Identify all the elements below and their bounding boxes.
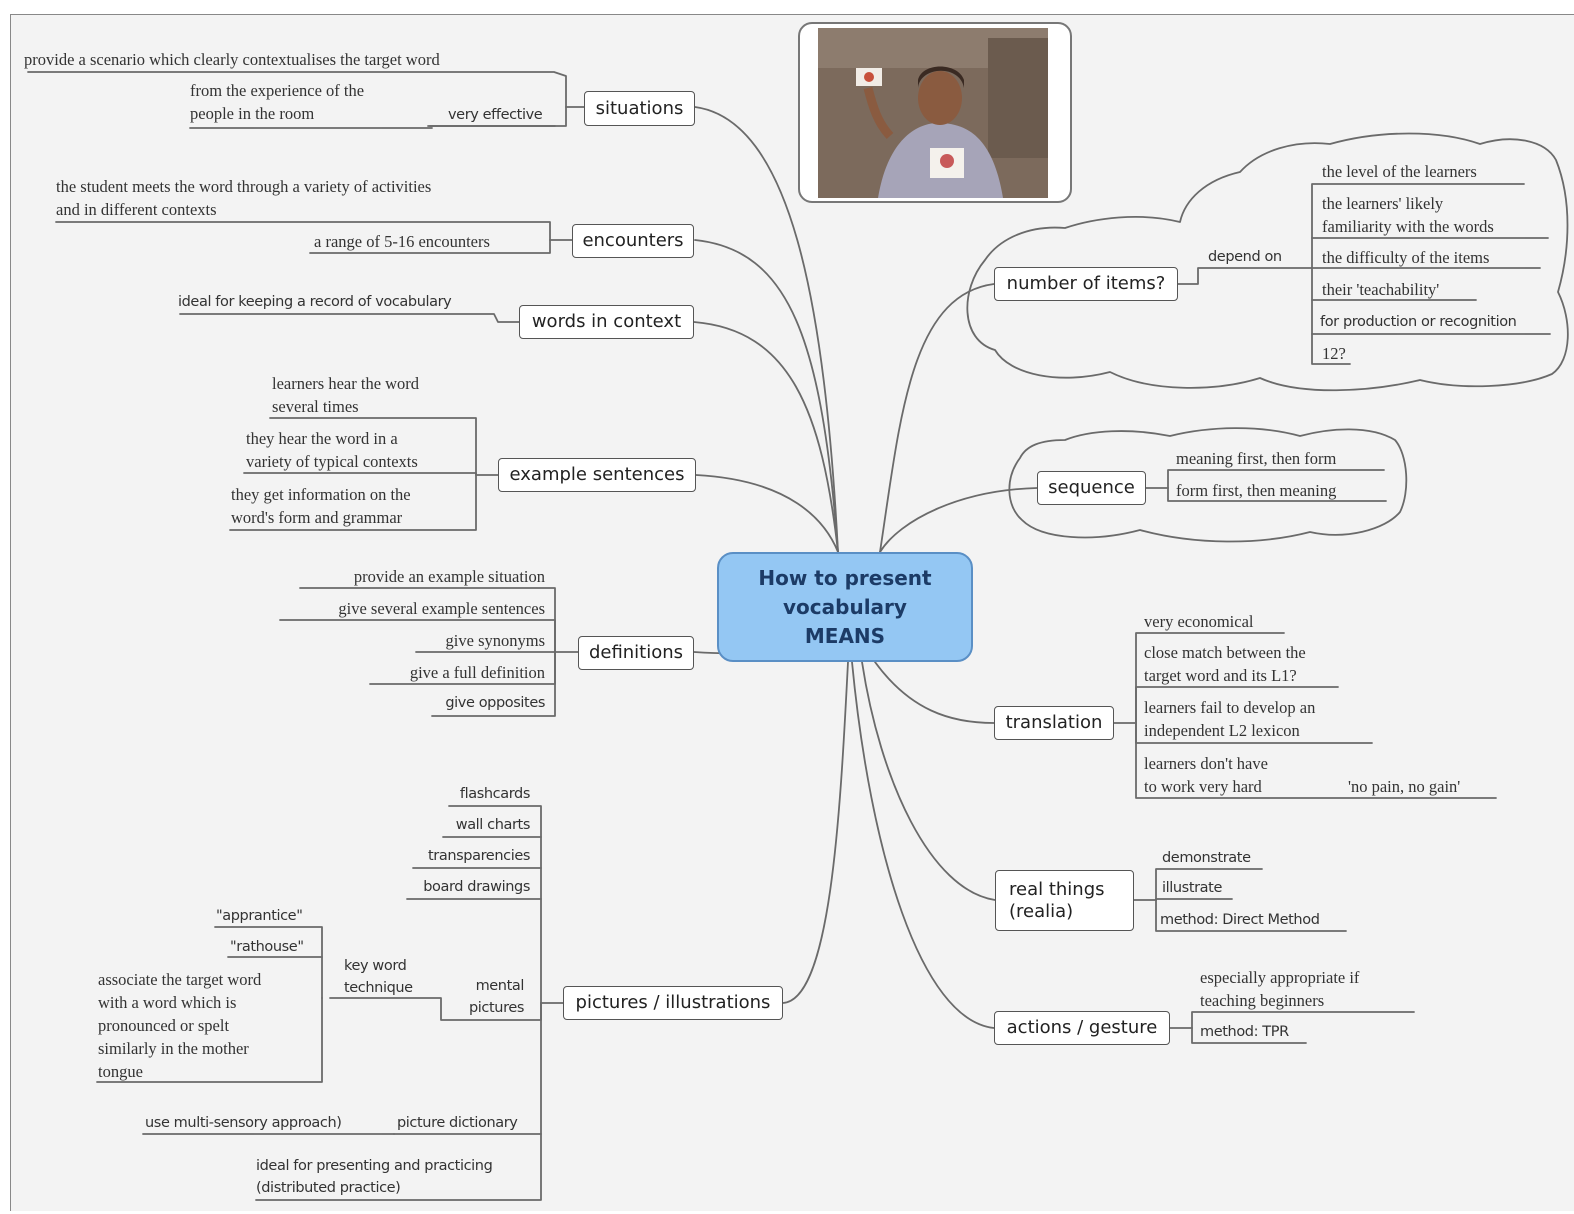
central-topic[interactable]: How to present vocabulary MEANS bbox=[717, 552, 973, 662]
example-sentences-contexts[interactable]: they hear the word in a variety of typic… bbox=[246, 429, 418, 471]
branch-encounters[interactable]: encounters bbox=[572, 224, 694, 258]
translation-work[interactable]: learners don't have to work very hard bbox=[1144, 754, 1268, 796]
definition-full[interactable]: give a full definition bbox=[409, 663, 545, 682]
factor-difficulty[interactable]: the difficulty of the items bbox=[1322, 248, 1490, 267]
pictures-board-drawings[interactable]: board drawings bbox=[423, 879, 530, 895]
branch-translation[interactable]: translation bbox=[994, 706, 1114, 740]
pictures-multi-sensory[interactable]: use multi-sensory approach) bbox=[145, 1115, 342, 1131]
pictures-ideal[interactable]: ideal for presenting and practicing (dis… bbox=[256, 1158, 493, 1196]
number-depend-on[interactable]: depend on bbox=[1208, 249, 1282, 265]
branch-actions-gesture[interactable]: actions / gesture bbox=[994, 1011, 1170, 1045]
link-example-sentences bbox=[695, 474, 839, 553]
link-situations bbox=[694, 106, 839, 553]
actions-appropriate[interactable]: especially appropriate if teaching begin… bbox=[1200, 968, 1360, 1010]
link-actions bbox=[851, 661, 995, 1029]
sequence-meaning-first[interactable]: meaning first, then form bbox=[1176, 449, 1337, 468]
pictures-transparencies[interactable]: transparencies bbox=[428, 848, 530, 864]
definition-example-situation[interactable]: provide an example situation bbox=[353, 567, 545, 586]
cloud-sequence bbox=[1008, 427, 1408, 543]
branch-number-of-items[interactable]: number of items? bbox=[994, 267, 1178, 301]
branch-definitions[interactable]: definitions bbox=[578, 636, 694, 670]
realia-direct-method[interactable]: method: Direct Method bbox=[1160, 912, 1320, 928]
branch-situations[interactable]: situations bbox=[584, 91, 695, 126]
definition-opposites[interactable]: give opposites bbox=[445, 695, 545, 711]
pictures-apprentice[interactable]: "apprantice" bbox=[216, 908, 303, 924]
factor-level[interactable]: the level of the learners bbox=[1322, 162, 1477, 181]
link-pictures bbox=[782, 661, 849, 1004]
pictures-picture-dictionary[interactable]: picture dictionary bbox=[397, 1115, 518, 1131]
example-sentences-grammar[interactable]: they get information on the word's form … bbox=[231, 485, 411, 527]
branch-sequence[interactable]: sequence bbox=[1037, 471, 1146, 505]
factor-production-recognition[interactable]: for production or recognition bbox=[1320, 314, 1517, 330]
translation-fail[interactable]: learners fail to develop an independent … bbox=[1144, 698, 1316, 740]
realia-illustrate[interactable]: illustrate bbox=[1162, 880, 1222, 896]
realia-demonstrate[interactable]: demonstrate bbox=[1162, 850, 1251, 866]
factor-familiarity[interactable]: the learners' likely familiarity with th… bbox=[1322, 194, 1494, 236]
sequence-form-first[interactable]: form first, then meaning bbox=[1176, 481, 1337, 500]
link-encounters bbox=[694, 239, 839, 553]
situations-experience[interactable]: from the experience of the people in the… bbox=[190, 81, 365, 123]
factor-teachability[interactable]: their 'teachability' bbox=[1322, 280, 1440, 299]
factor-twelve[interactable]: 12? bbox=[1322, 344, 1346, 363]
link-number-of-items bbox=[879, 283, 995, 553]
situations-scenario[interactable]: provide a scenario which clearly context… bbox=[24, 50, 440, 69]
encounters-range[interactable]: a range of 5-16 encounters bbox=[314, 232, 490, 251]
actions-tpr[interactable]: method: TPR bbox=[1200, 1024, 1289, 1040]
link-translation bbox=[874, 661, 995, 724]
example-sentences-hear[interactable]: learners hear the word several times bbox=[272, 374, 420, 416]
pictures-associate[interactable]: associate the target word with a word wh… bbox=[98, 970, 262, 1081]
link-sequence bbox=[879, 487, 1038, 553]
translation-no-pain[interactable]: 'no pain, no gain' bbox=[1348, 777, 1461, 796]
branch-real-things[interactable]: real things (realia) bbox=[995, 870, 1134, 931]
situations-very-effective[interactable]: very effective bbox=[448, 107, 543, 123]
definition-synonyms[interactable]: give synonyms bbox=[445, 631, 545, 650]
words-in-context-record[interactable]: ideal for keeping a record of vocabulary bbox=[178, 294, 452, 310]
branch-words-in-context[interactable]: words in context bbox=[519, 305, 694, 339]
translation-economical[interactable]: very economical bbox=[1144, 612, 1254, 631]
definition-example-sentences[interactable]: give several example sentences bbox=[338, 599, 545, 618]
translation-close-match[interactable]: close match between the target word and … bbox=[1144, 643, 1306, 685]
pictures-key-word-technique[interactable]: key word technique bbox=[344, 958, 413, 996]
pictures-mental-pictures[interactable]: mental pictures bbox=[469, 978, 524, 1016]
link-words-in-context bbox=[693, 321, 839, 553]
pictures-rathouse[interactable]: "rathouse" bbox=[230, 939, 304, 955]
teacher-photo bbox=[818, 28, 1048, 198]
encounters-variety[interactable]: the student meets the word through a var… bbox=[56, 177, 432, 219]
cloud-number-of-items bbox=[966, 132, 1569, 392]
branch-pictures-illustrations[interactable]: pictures / illustrations bbox=[563, 986, 783, 1020]
pictures-wall-charts[interactable]: wall charts bbox=[455, 817, 531, 833]
link-realia bbox=[861, 661, 996, 901]
branch-example-sentences[interactable]: example sentences bbox=[498, 458, 696, 492]
pictures-flashcards[interactable]: flashcards bbox=[459, 786, 530, 802]
